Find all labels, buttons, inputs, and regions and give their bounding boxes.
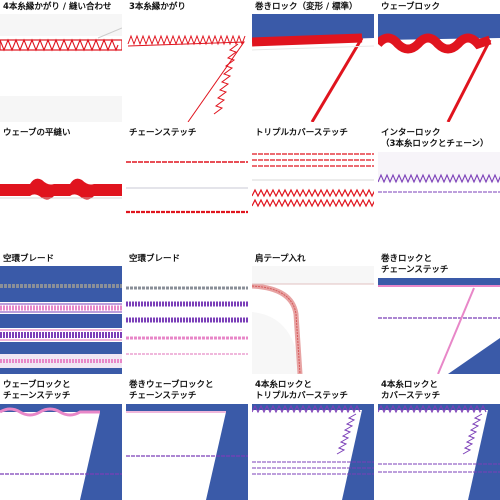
sample-rolled-hem: 巻きロック（変形 / 標準）	[252, 0, 374, 122]
sample-caption: ウェーブロックとチェーンステッチ	[3, 380, 71, 401]
sample-photo	[378, 152, 500, 248]
sample-photo	[252, 14, 374, 122]
sample-wave-flatlock: ウェーブの平縫い	[0, 126, 122, 248]
sample-caption: 4本糸縁かがり / 縫い合わせ	[3, 2, 112, 12]
sample-shoulder-tape: 肩テープ入れ	[252, 252, 374, 374]
sample-photo	[378, 14, 500, 122]
sample-photo	[126, 14, 248, 122]
sample-caption: ウェーブロック	[381, 2, 440, 12]
sample-photo	[0, 266, 122, 374]
sample-photo	[126, 404, 248, 500]
sample-photo	[0, 140, 122, 248]
sample-caption: 4本糸ロックとトリプルカバーステッチ	[255, 380, 348, 401]
sample-caption: 4本糸ロックとカバーステッチ	[381, 380, 441, 401]
sample-triple-cover-stitch: トリプルカバーステッチ	[252, 126, 374, 248]
sample-caption: 巻きロック（変形 / 標準）	[255, 2, 358, 12]
sample-photo	[0, 404, 122, 500]
sample-interlock: インターロック（3本糸ロックとチェーン）	[378, 126, 500, 248]
sample-rolled-wave-lock-and-chain: 巻きウェーブロックとチェーンステッチ	[126, 378, 248, 500]
sample-caption: 巻きウェーブロックとチェーンステッチ	[129, 380, 214, 401]
sample-caption: 空環ブレード	[3, 254, 55, 264]
sample-photo	[378, 278, 500, 374]
sample-caption: チェーンステッチ	[129, 128, 197, 138]
sample-3thread-overlock: 3本糸縁かがり	[126, 0, 248, 122]
sample-chain-stitch: チェーンステッチ	[126, 126, 248, 248]
sample-caption: トリプルカバーステッチ	[255, 128, 348, 138]
sample-photo	[126, 266, 248, 374]
sample-caption: 空環ブレード	[129, 254, 181, 264]
sample-caption: ウェーブの平縫い	[3, 128, 71, 138]
sample-chain-braid-1: 空環ブレード	[0, 252, 122, 374]
sample-photo	[252, 266, 374, 374]
sample-rolled-hem-and-chain: 巻きロックとチェーンステッチ	[378, 252, 500, 374]
sample-photo	[0, 14, 122, 122]
sample-wave-lock: ウェーブロック	[378, 0, 500, 122]
sample-4thread-and-cover: 4本糸ロックとカバーステッチ	[378, 378, 500, 500]
sample-4thread-overlock: 4本糸縁かがり / 縫い合わせ	[0, 0, 122, 122]
sample-photo	[378, 404, 500, 500]
sample-caption: インターロック（3本糸ロックとチェーン）	[381, 128, 489, 149]
sample-photo	[252, 140, 374, 248]
sample-caption: 肩テープ入れ	[255, 254, 306, 264]
sample-wave-lock-and-chain: ウェーブロックとチェーンステッチ	[0, 378, 122, 500]
sample-photo	[252, 404, 374, 500]
sample-chain-braid-2: 空環ブレード	[126, 252, 248, 374]
sample-caption: 巻きロックとチェーンステッチ	[381, 254, 449, 275]
sample-4thread-and-triple-cover: 4本糸ロックとトリプルカバーステッチ	[252, 378, 374, 500]
sample-caption: 3本糸縁かがり	[129, 2, 186, 12]
sample-photo	[126, 140, 248, 248]
